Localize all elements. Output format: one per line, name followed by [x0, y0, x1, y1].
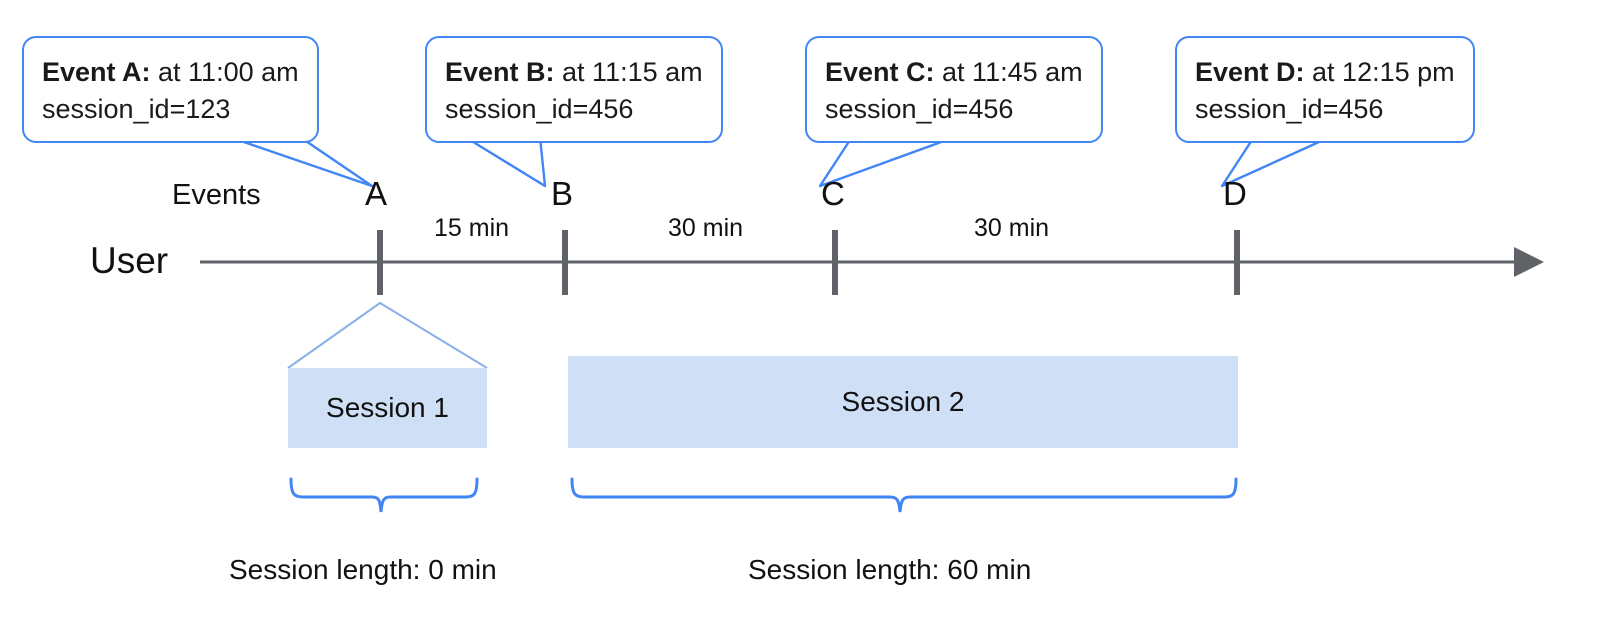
session-band-1[interactable]: Session 1: [288, 368, 487, 448]
callout-tail-a: [237, 136, 374, 188]
marker-label-b: B: [551, 175, 574, 212]
callout-event-c-line1: Event C: at 11:45 am: [825, 57, 1083, 87]
session-2-caption: Session length: 60 min: [748, 554, 1032, 585]
callout-event-b[interactable]: Event B: at 11:15 am session_id=456: [425, 36, 723, 144]
callout-tail-c: [818, 135, 956, 188]
callout-tail-b: [469, 136, 547, 188]
callout-event-a[interactable]: Event A: at 11:00 am session_id=123: [22, 36, 319, 144]
callout-event-d-line2: session_id=456: [1195, 93, 1384, 124]
session-2-brace: [570, 477, 1238, 513]
callout-event-d[interactable]: Event D: at 12:15 pm session_id=456: [1175, 36, 1475, 144]
callout-event-c[interactable]: Event C: at 11:45 am session_id=456: [805, 36, 1103, 144]
callout-event-b-line2: session_id=456: [445, 93, 634, 124]
marker-label-c: C: [821, 175, 845, 212]
callout-event-d-line1: Event D: at 12:15 pm: [1195, 57, 1455, 87]
session-band-2[interactable]: Session 2: [568, 356, 1238, 448]
interval-label-c-d: 30 min: [974, 214, 1050, 242]
session-1-caption: Session length: 0 min: [229, 554, 497, 585]
interval-label-b-c: 30 min: [668, 214, 744, 242]
session-1-brace: [289, 477, 479, 513]
callout-event-c-line2: session_id=456: [825, 93, 1014, 124]
events-row-label: Events: [172, 179, 261, 211]
callout-event-a-line2: session_id=123: [42, 93, 231, 124]
callout-event-a-line1: Event A: at 11:00 am: [42, 57, 299, 87]
callout-tail-d: [1220, 135, 1331, 188]
callout-event-b-line1: Event B: at 11:15 am: [445, 57, 703, 87]
session-band-1-label: Session 1: [326, 392, 449, 423]
session-band-2-label: Session 2: [841, 386, 965, 417]
user-row-label: User: [90, 240, 169, 281]
interval-label-a-b: 15 min: [434, 214, 510, 242]
marker-label-d: D: [1223, 175, 1247, 212]
marker-label-a: A: [365, 175, 388, 212]
session-1-funnel: [287, 301, 488, 369]
